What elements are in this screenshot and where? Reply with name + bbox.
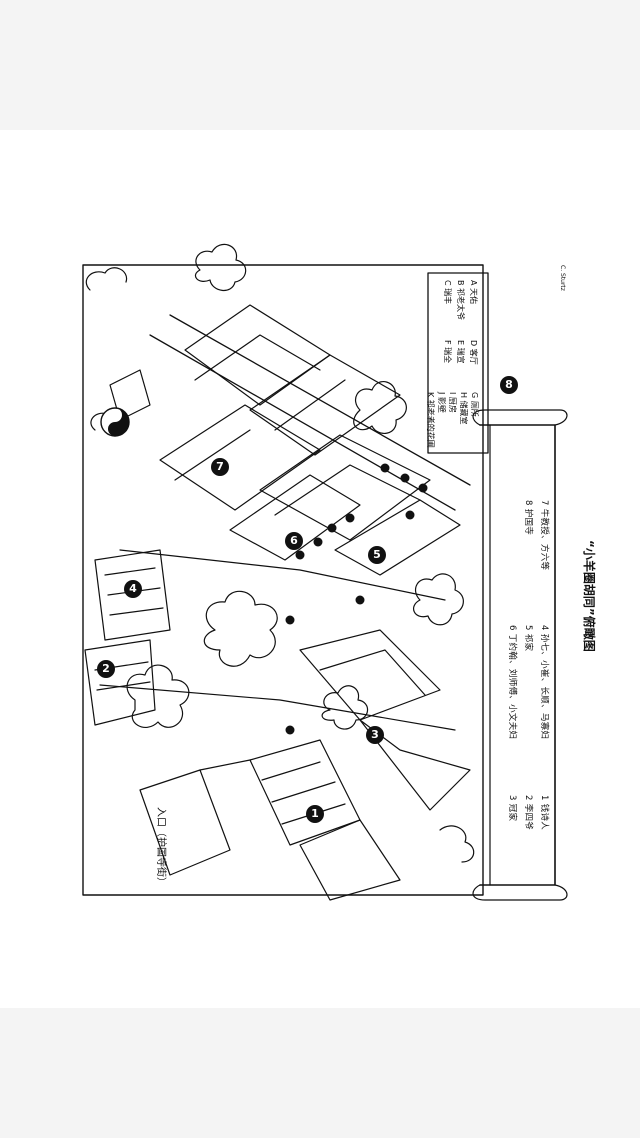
- marker-8: 8: [500, 376, 518, 394]
- legend-item-3: 3 冠家: [507, 795, 517, 822]
- key-column-3: G 厕所 H 储藏室 I 厨房 J 影壁 K 祁老者的花圃: [425, 392, 480, 448]
- legend-column-2: 4 孙七、小崔、长顺、马寡妇 5 祁家 6 丁约翰、刘师傅、小文夫妇: [504, 625, 552, 739]
- key-item-g: G 厕所: [470, 392, 479, 417]
- illustrator-credit: C. Sturtz: [559, 265, 566, 291]
- entrance-label: 入口（护国寺街）: [155, 807, 166, 887]
- map-frame: [82, 264, 484, 896]
- key-column-2: D 客厅 E 瑞宣 F 瑞全: [441, 340, 480, 365]
- key-column-1: A 天佑 B 祁老太爷 C 瑞丰: [441, 280, 480, 320]
- key-item-i: I 厨房: [448, 392, 457, 413]
- bottom-bar: [0, 1008, 640, 1138]
- marker-2: 2: [97, 660, 115, 678]
- marker-1-label: 1: [311, 807, 319, 820]
- legend-item-6: 6 丁约翰、刘师傅、小文夫妇: [507, 625, 517, 740]
- legend-item-4: 4 孙七、小崔、长顺、马寡妇: [539, 625, 549, 740]
- legend-item-7: 7 牛教授、方六等: [539, 500, 549, 571]
- key-item-d: D 客厅: [469, 340, 478, 365]
- legend-column-3: 7 牛教授、方六等 8 护国寺: [520, 500, 552, 570]
- key-item-j: J 影壁: [437, 392, 446, 413]
- marker-5: 5: [368, 546, 386, 564]
- legend-item-2: 2 李四爷: [523, 795, 533, 831]
- marker-7-label: 7: [216, 460, 224, 473]
- legend-item-5: 5 祁家: [523, 625, 533, 652]
- marker-5-label: 5: [373, 548, 381, 561]
- map-caption: “小羊圈胡同”俯瞰图: [582, 540, 596, 652]
- marker-8-label: 8: [505, 378, 513, 391]
- marker-4: 4: [124, 580, 142, 598]
- letter-marker-dots: [285, 463, 428, 735]
- marker-3: 3: [366, 726, 384, 744]
- key-item-a: A 天佑: [469, 280, 478, 305]
- top-bar: [0, 0, 640, 130]
- legend-column-1: 1 钱诗人 2 李四爷 3 冠家: [504, 795, 552, 830]
- marker-3-label: 3: [371, 728, 379, 741]
- marker-1: 1: [306, 805, 324, 823]
- marker-4-label: 4: [129, 582, 137, 595]
- yin-yang-icon: [100, 407, 130, 437]
- key-item-k: K 祁老者的花圃: [426, 392, 435, 448]
- map-page: 1 2 3 4 5 6 7 8 入口（护国寺街） A 天佑 B 祁老太爷 C 瑞…: [0, 130, 640, 1008]
- legend-item-8: 8 护国寺: [523, 500, 533, 536]
- hutong-map-illustration: [82, 243, 568, 901]
- key-item-e: E 瑞宣: [456, 340, 465, 364]
- legend-item-1: 1 钱诗人: [539, 795, 549, 831]
- marker-6-label: 6: [290, 534, 298, 547]
- key-item-c: C 瑞丰: [443, 280, 452, 305]
- marker-2-label: 2: [102, 662, 110, 675]
- key-item-b: B 祁老太爷: [456, 280, 465, 321]
- marker-7: 7: [211, 458, 229, 476]
- key-item-h: H 储藏室: [459, 392, 468, 425]
- key-item-f: F 瑞全: [443, 340, 452, 364]
- marker-6: 6: [285, 532, 303, 550]
